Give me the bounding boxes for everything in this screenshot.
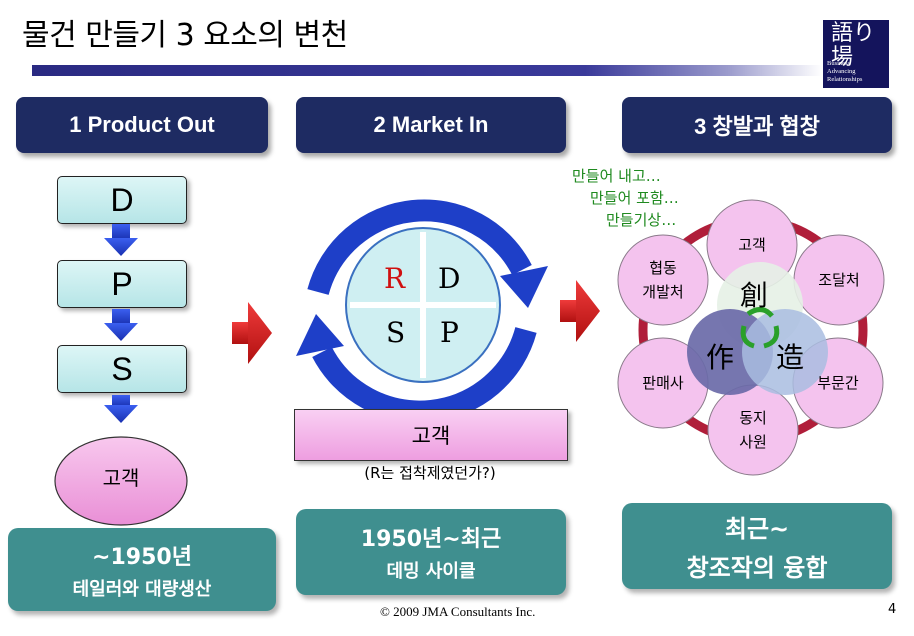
transition-arrow-2 xyxy=(560,280,600,342)
title-underline xyxy=(32,65,822,76)
logo-tagline: Business Advancing Relationships xyxy=(827,60,863,83)
recycle-icon xyxy=(740,307,780,349)
customer-oval xyxy=(54,436,188,526)
phrase-1: 만들어 내고… xyxy=(572,167,661,185)
company-logo: 語り場 Business Advancing Relationships xyxy=(823,20,889,88)
customer-label: 고객 xyxy=(102,466,140,490)
header-product-out: 1 Product Out xyxy=(16,97,268,153)
page-title: 물건 만들기 3 요소의 변천 xyxy=(22,18,348,53)
petal-distributor: 판매사 xyxy=(642,374,684,392)
quadrant-p: P xyxy=(440,316,459,349)
glue-note: (R는 접착제였던가?) xyxy=(364,464,496,482)
header-market-in: 2 Market In xyxy=(296,97,566,153)
arrow-p-to-s xyxy=(104,309,138,341)
kanji-create: 創 xyxy=(740,279,769,312)
page-number: 4 xyxy=(888,602,897,617)
phrase-2: 만들어 포함… xyxy=(590,189,679,207)
arrow-d-to-p xyxy=(104,224,138,256)
era-box-2: 1950년~최근 데밍 사이클 xyxy=(296,509,566,595)
petal-codev: 협동 개발처 xyxy=(642,259,684,301)
logo-mark: 語り場 xyxy=(831,21,876,70)
kanji-build: 造 xyxy=(776,341,805,374)
step-p: P xyxy=(57,260,187,308)
step-s: S xyxy=(57,345,187,393)
petal-interdept: 부문간 xyxy=(817,374,859,392)
petal-customer: 고객 xyxy=(738,236,766,254)
customer-bar: 고객 xyxy=(294,409,568,461)
quadrant-r: R xyxy=(384,262,406,295)
kanji-make: 作 xyxy=(706,341,735,374)
petal-colleagues: 동지 사원 xyxy=(739,409,767,451)
arrow-s-to-customer xyxy=(104,395,138,423)
copyright: © 2009 JMA Consultants Inc. xyxy=(380,604,536,619)
cycle-arrow-top xyxy=(307,199,548,308)
venn-right xyxy=(742,309,828,395)
quadrant-d: D xyxy=(438,262,461,295)
era-box-3: 최근~ 창조작의 융합 xyxy=(622,503,892,589)
header-emergence: 3 창발과 협창 xyxy=(622,97,892,153)
quadrant-s: S xyxy=(386,316,406,349)
phrase-3: 만들기상… xyxy=(606,211,677,229)
petal-bg-codev xyxy=(617,234,709,326)
petal-supplier: 조달처 xyxy=(818,271,860,289)
step-d: D xyxy=(57,176,187,224)
era-box-1: ~1950년 테일러와 대량생산 xyxy=(8,528,276,611)
transition-arrow-1 xyxy=(232,302,272,364)
